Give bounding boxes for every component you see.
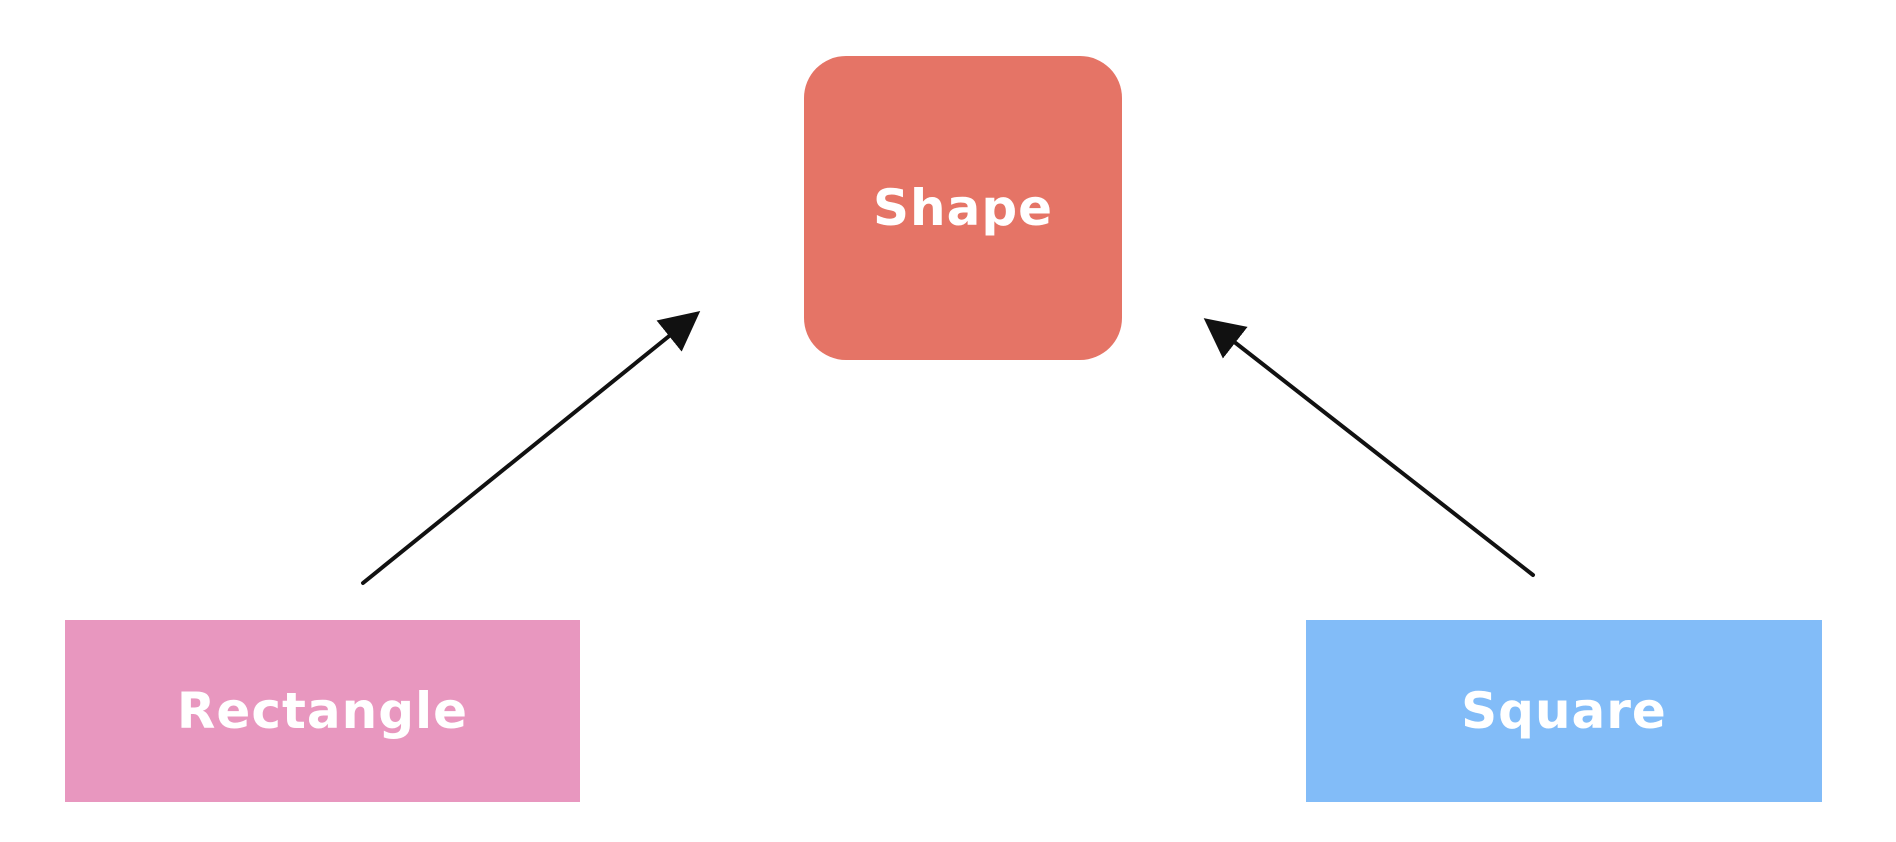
- node-rectangle[interactable]: Rectangle: [65, 620, 580, 802]
- edge-square-to-shape: [1203, 318, 1535, 577]
- node-label-rectangle: Rectangle: [176, 682, 469, 740]
- node-label-square: Square: [1461, 682, 1667, 740]
- node-label-shape: Shape: [872, 179, 1054, 237]
- edge-rectangle-to-shape: [361, 310, 701, 585]
- node-shape[interactable]: Shape: [804, 56, 1122, 360]
- node-square[interactable]: Square: [1306, 620, 1822, 802]
